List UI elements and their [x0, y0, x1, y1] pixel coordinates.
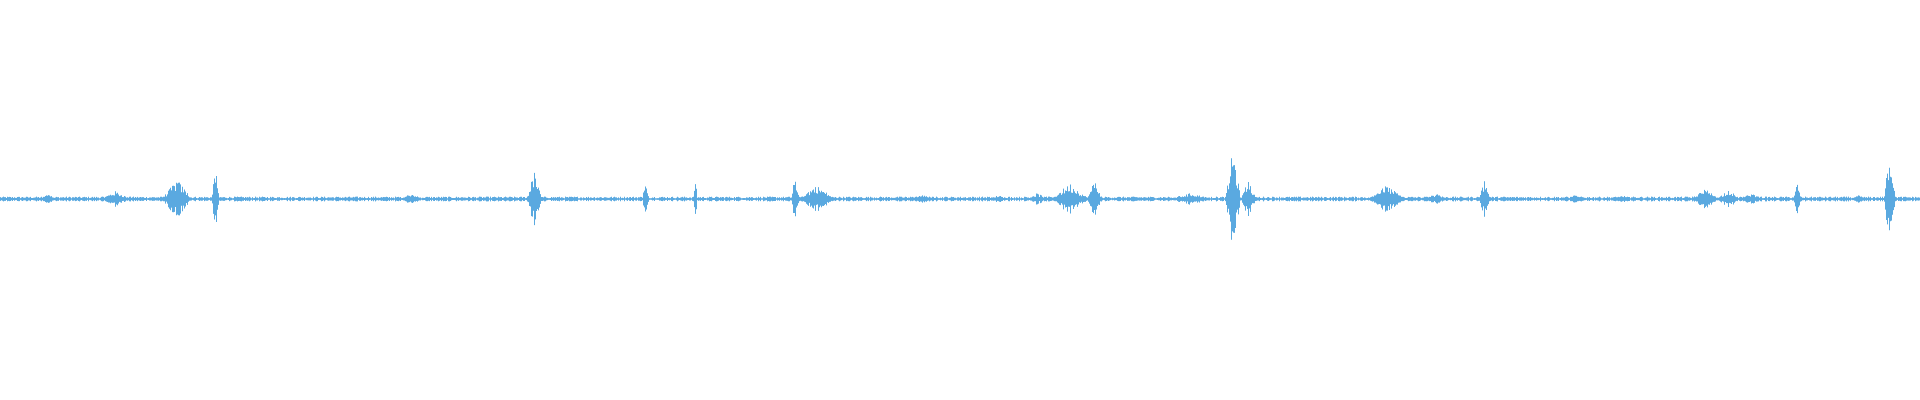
waveform-trace [0, 158, 1920, 240]
